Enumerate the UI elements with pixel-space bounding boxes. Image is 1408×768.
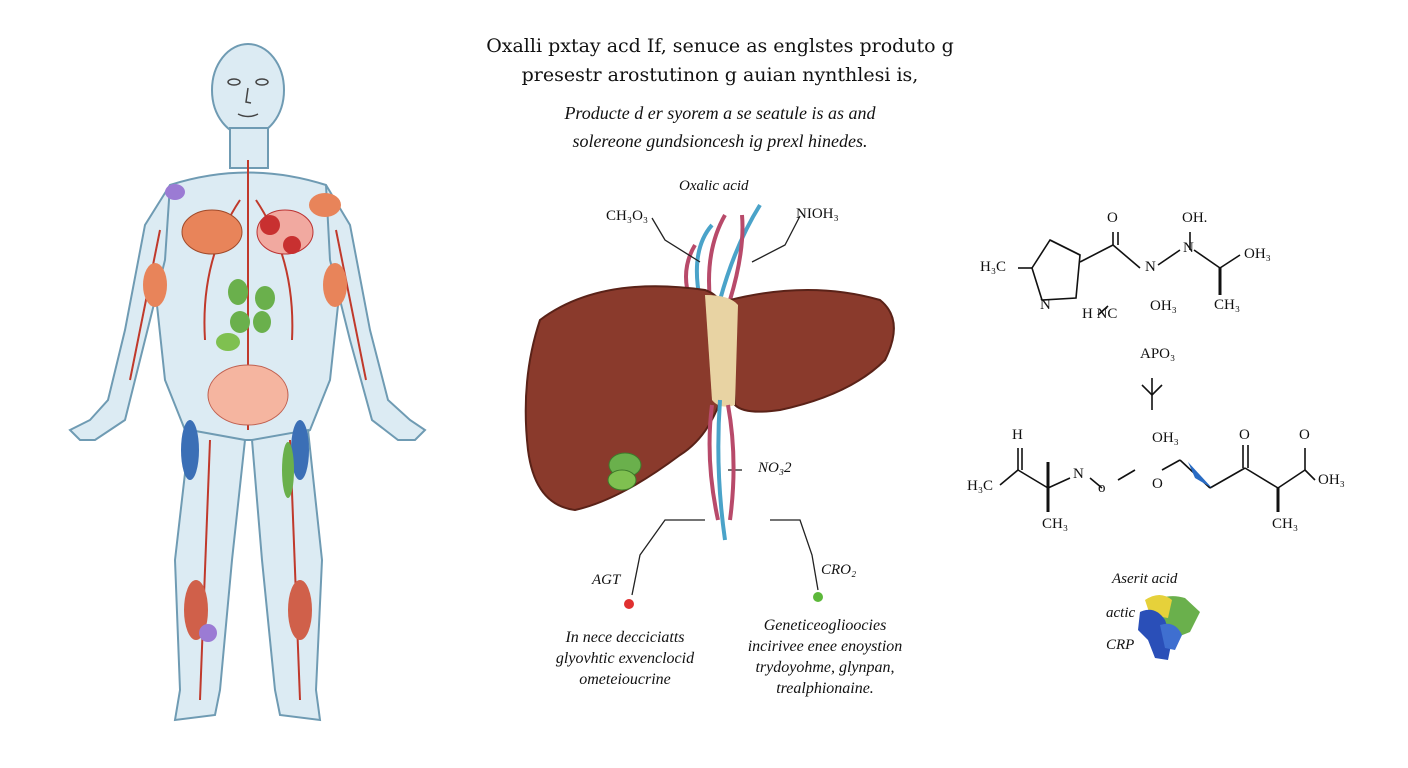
reaction-label: APO₃ (1140, 346, 1176, 362)
mol-bot-o-carbonyl: O (1239, 427, 1250, 443)
subtitle-line-1: Producte d er syorem a se seatule is as … (564, 103, 876, 123)
mol-bot-o-right: O (1299, 427, 1310, 443)
mol-bot-o-small: o (1098, 480, 1106, 496)
left-caption: In nece decciciatts glyovhtic exvencloci… (520, 627, 730, 690)
protein-label-1: Aserit acid (1112, 571, 1178, 587)
no3-label: NO₃2 (758, 460, 792, 476)
nioh3-label: NIOH₃ (796, 206, 839, 222)
cro2-label: CRO₂ (821, 562, 857, 578)
title-line-2: presestr arostutinon g auian nynthlesi i… (521, 64, 919, 86)
right-caption: Geneticeoglioocies incirivee enee enoyst… (720, 615, 930, 699)
subtitle-line-2: solereone gundsioncesh ig prexl hinedes. (572, 131, 868, 151)
protein-label-2: actic (1106, 605, 1136, 621)
mol-bot-o-ring: O (1152, 476, 1163, 492)
oxalic-acid-label: Oxalic acid (679, 178, 749, 194)
mol-top-n-right: N (1183, 240, 1194, 256)
mol-top-ch3: CH₃ (1214, 297, 1241, 313)
mol-bot-h: H (1012, 427, 1023, 443)
organs (143, 184, 347, 642)
agt-label: AGT (592, 572, 621, 588)
face (227, 78, 269, 118)
mol-top-n-mid: N (1145, 259, 1156, 275)
mol-top-oh3-right: OH₃ (1244, 246, 1271, 262)
liver-left-lobe (728, 289, 895, 413)
liver-ligament (705, 295, 738, 407)
liver-right-lobe (524, 285, 732, 512)
mol-bot-oh3-right: OH₃ (1318, 472, 1345, 488)
left-caption-line: glyovhtic exvenclocid (555, 650, 695, 667)
left-caption-line: In nece decciciatts (565, 629, 685, 646)
mol-top-o: O (1107, 210, 1118, 226)
right-caption-line: trealphionaine. (776, 680, 874, 697)
right-caption-line: incirivee enee enoystion (747, 638, 903, 655)
mol-bot-ch3-right: CH₃ (1272, 516, 1299, 532)
ch3o3-label: CH₃O₃ (606, 208, 649, 224)
mol-bot-h3c: H₃C (967, 478, 994, 494)
mol-top-h3c: H₃C (980, 259, 1007, 275)
right-caption-line: Geneticeoglioocies (763, 617, 887, 634)
title-line-1: Oxalli pxtay acd If, senuce as englstes … (486, 35, 954, 57)
protein-label-3: CRP (1106, 637, 1135, 653)
label-leaders (631, 215, 819, 596)
agt-dot (624, 599, 634, 609)
mol-top-oh3-bottom: OH₃ (1150, 298, 1177, 314)
mol-top-hnc: H NC (1082, 306, 1118, 322)
body-outline (68, 43, 427, 722)
mol-top-oh: OH. (1182, 210, 1208, 226)
mol-bot-ch3-left: CH₃ (1042, 516, 1069, 532)
mol-bot-oh3-top: OH₃ (1152, 430, 1179, 446)
cro2-dot (813, 592, 823, 602)
mol-bot-n: N (1073, 466, 1084, 482)
right-caption-line: trydoyohme, glynpan, (755, 659, 895, 676)
left-caption-line: ometeioucrine (579, 671, 671, 688)
mol-top-n-ring: N (1040, 297, 1051, 313)
